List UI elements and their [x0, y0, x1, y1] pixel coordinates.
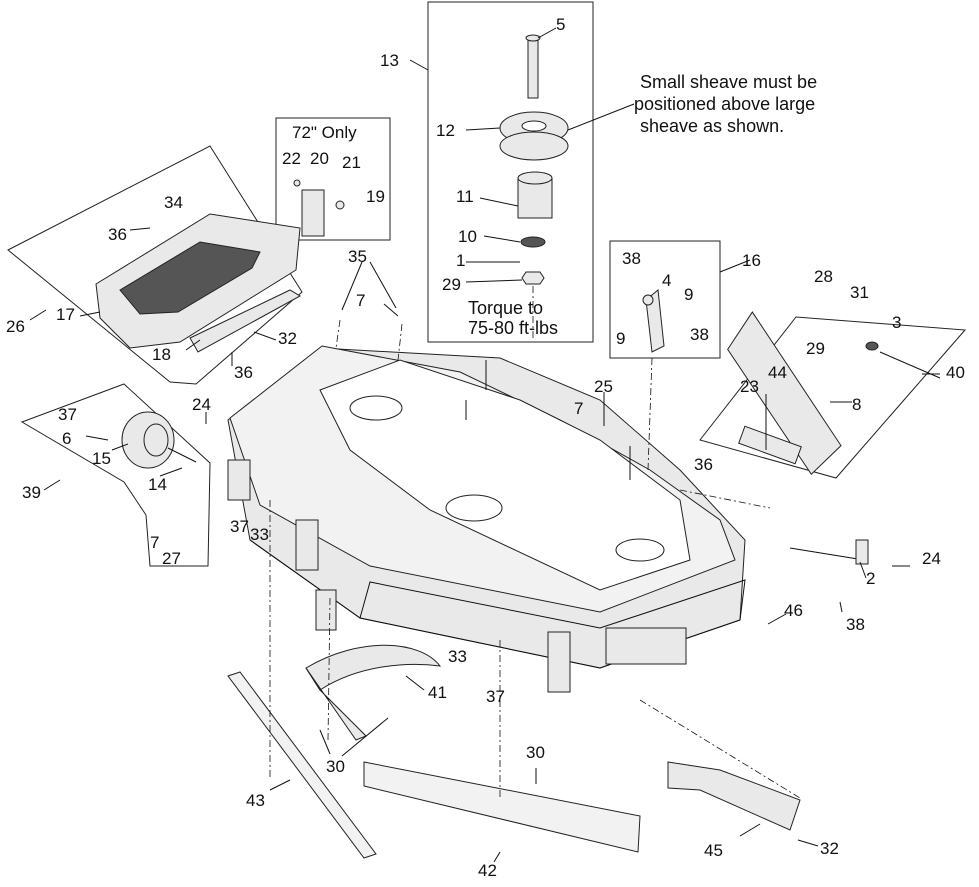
callout-37: 37 — [58, 405, 77, 424]
callout-12: 12 — [436, 121, 455, 140]
sheave-note: Small sheave must be positioned above la… — [634, 72, 817, 136]
callout-7: 7 — [150, 533, 159, 552]
callout-6: 6 — [62, 429, 71, 448]
belt-cover — [95, 213, 302, 353]
callout-11: 11 — [456, 187, 474, 206]
skid-43 — [227, 671, 377, 859]
callout-40: 40 — [946, 363, 965, 382]
svg-text:Small sheave must be: Small sheave must be — [640, 72, 817, 92]
callout-39: 39 — [22, 483, 41, 502]
callout-7: 7 — [574, 399, 583, 418]
callout-21: 21 — [342, 153, 361, 172]
callout-26: 26 — [6, 317, 25, 336]
callout-36: 36 — [108, 225, 127, 244]
callout-5: 5 — [556, 15, 565, 34]
callout-3: 3 — [892, 313, 901, 332]
idler-detail-box — [609, 240, 721, 359]
callout-23: 23 — [740, 377, 759, 396]
callout-31: 31 — [850, 283, 869, 302]
callout-42: 42 — [478, 861, 497, 880]
baffle-41 — [305, 644, 442, 741]
callout-16: 16 — [742, 251, 761, 270]
callout-30: 30 — [326, 757, 345, 776]
callout-24: 24 — [922, 549, 941, 568]
leader-lines — [29, 27, 940, 863]
callout-2: 2 — [866, 569, 875, 588]
callout-41: 41 — [428, 683, 447, 702]
callout-33: 33 — [448, 647, 467, 666]
callout-35: 35 — [348, 247, 367, 266]
callout-10: 10 — [458, 227, 477, 246]
callout-38: 38 — [690, 325, 709, 344]
callout-36: 36 — [694, 455, 713, 474]
torque-note: Torque to 75-80 ft-lbs — [468, 298, 558, 338]
callout-8: 8 — [852, 395, 861, 414]
callout-34: 34 — [164, 193, 183, 212]
callout-27: 27 — [162, 549, 181, 568]
svg-text:sheave as shown.: sheave as shown. — [640, 116, 784, 136]
callout-1: 1 — [456, 251, 465, 270]
callout-7: 7 — [356, 291, 365, 310]
callout-28: 28 — [814, 267, 833, 286]
callout-19: 19 — [366, 187, 385, 206]
mower-deck — [227, 345, 746, 693]
callout-22: 22 — [282, 149, 301, 168]
callout-38: 38 — [622, 249, 641, 268]
callout-46: 46 — [784, 601, 803, 620]
caster-wheel — [121, 411, 197, 469]
guard-detail-box — [7, 145, 303, 385]
callout-25: 25 — [594, 377, 613, 396]
callout-30: 30 — [526, 743, 545, 762]
svg-text:75-80 ft-lbs: 75-80 ft-lbs — [468, 318, 558, 338]
callout-45: 45 — [704, 841, 723, 860]
callout-38: 38 — [846, 615, 865, 634]
lift-arm — [727, 311, 941, 565]
callout-18: 18 — [152, 345, 171, 364]
callout-13: 13 — [380, 51, 399, 70]
callout-15: 15 — [92, 449, 111, 468]
callout-20: 20 — [310, 149, 329, 168]
callout-32: 32 — [820, 839, 839, 858]
callout-33: 33 — [250, 525, 269, 544]
bracket-72-only — [293, 179, 345, 237]
svg-text:positioned above large: positioned above large — [634, 94, 815, 114]
idler-arm — [642, 289, 665, 353]
callout-24: 24 — [192, 395, 211, 414]
callout-9: 9 — [616, 329, 625, 348]
callout-labels: 5 13 12 11 10 1 29 72" Only 22 20 21 19 … — [6, 15, 965, 880]
callout-29: 29 — [806, 339, 825, 358]
caster-detail-box — [20, 383, 211, 567]
svg-text:Torque to: Torque to — [468, 298, 543, 318]
callout-29: 29 — [442, 275, 461, 294]
callout-9: 9 — [684, 285, 693, 304]
callout-43: 43 — [246, 791, 265, 810]
callout-14: 14 — [148, 475, 167, 494]
callout-17: 17 — [56, 305, 75, 324]
callout-32: 32 — [278, 329, 297, 348]
72-only-detail-box — [275, 117, 391, 241]
spindle-detail-box — [427, 1, 594, 343]
baffle-45 — [667, 761, 801, 831]
callout-4: 4 — [662, 271, 671, 290]
callout-36: 36 — [234, 363, 253, 382]
skid-42 — [363, 761, 641, 853]
callout-44: 44 — [768, 363, 787, 382]
callout-37: 37 — [486, 687, 505, 706]
callout-37: 37 — [230, 517, 249, 536]
callout-72-only: 72" Only — [292, 123, 357, 142]
spindle-assembly — [499, 34, 569, 285]
